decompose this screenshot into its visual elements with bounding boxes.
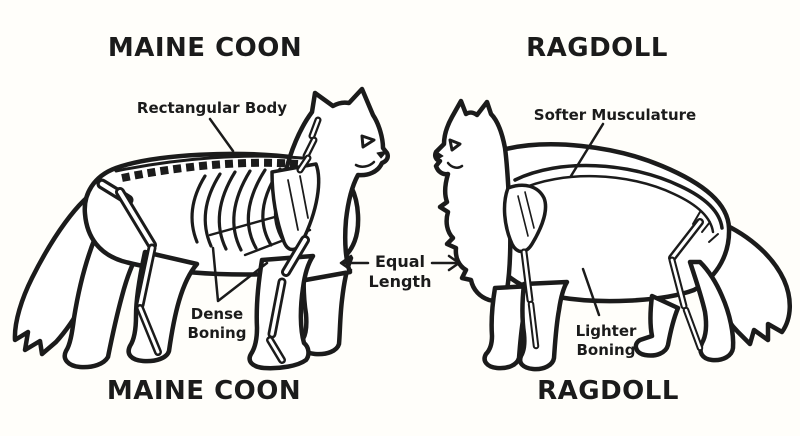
label-softer-musculature: Softer Musculature [533,106,697,124]
maine-coon-front-leg-near [247,253,316,371]
ragdoll-title-bottom: RAGDOLL [537,376,679,406]
ragdoll-nose-icon [436,151,444,160]
maine-coon-eye-icon [360,134,376,149]
maine-coon-leg-bones [96,178,310,364]
maine-coon-leader-lines [208,117,269,303]
maine-coon-mouth [354,160,376,168]
label-rectangular-body: Rectangular Body [136,99,288,117]
softer-musculature-leader [569,122,605,178]
label-lighter-boning: Lighter Boning [575,322,637,359]
equal-length-arrows [339,254,461,272]
maine-coon-title-bottom: MAINE COON [106,376,302,406]
ragdoll-scapula [502,183,548,254]
right-arrow-icon [430,254,461,272]
label-dense-boning: Dense Boning [187,305,247,342]
maine-coon-spine [114,154,304,182]
lighter-boning-leader [581,267,601,317]
ragdoll-head [432,98,513,303]
maine-coon-cat-drawing [12,86,391,371]
maine-coon-hind-leg-far [62,235,142,370]
maine-coon-neck-vertebrae [296,116,322,174]
ragdoll-hind-leg-far [633,293,681,358]
dense-boning-leader [211,246,269,303]
ragdoll-hind-leg-near [687,259,736,363]
ragdoll-leader-lines [569,122,605,317]
maine-coon-scapula [270,162,321,252]
left-arrow-icon [339,254,370,272]
label-equal-length: Equal Length [368,252,432,291]
ragdoll-leg-bones [520,218,704,352]
rectangular-body-leader [208,117,235,153]
ragdoll-spine-band [513,163,724,243]
maine-coon-title-top: MAINE COON [107,33,303,63]
maine-coon-nose-icon [376,150,388,159]
ragdoll-title-top: RAGDOLL [526,33,668,63]
ragdoll-eye-icon [448,138,462,152]
ragdoll-cat-drawing [432,98,792,372]
ragdoll-mouth [446,161,464,169]
